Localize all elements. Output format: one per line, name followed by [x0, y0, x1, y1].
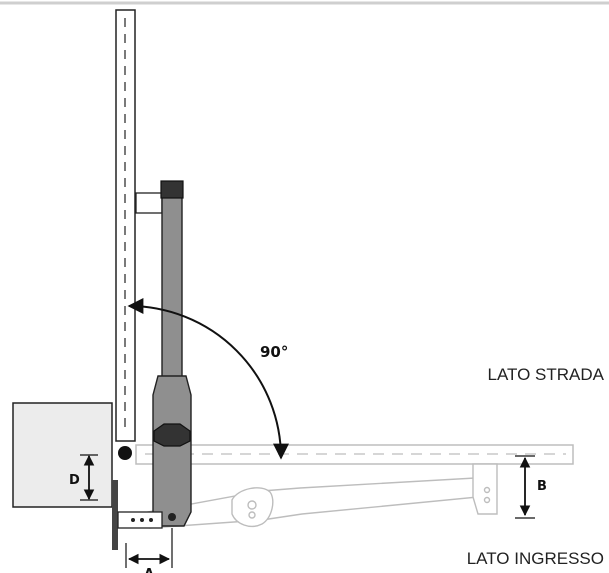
- actuator-open-position: [152, 180, 192, 527]
- motor-body: [152, 375, 192, 527]
- entrance-side-label: LATO INGRESSO: [467, 549, 604, 568]
- actuator-closed-position: [147, 463, 498, 529]
- dimension-b: [515, 455, 535, 519]
- swing-angle-arc: [127, 298, 289, 460]
- gate-bracket-open: [135, 192, 163, 214]
- release-knob: [153, 423, 191, 447]
- rear-pivot-pin: [168, 513, 176, 521]
- gate-leaf-open: [115, 9, 136, 442]
- street-side-label: LATO STRADA: [487, 365, 604, 384]
- hinge-pivot: [118, 446, 132, 460]
- dimension-a: [125, 528, 173, 568]
- rear-bracket: [112, 480, 163, 550]
- dimension-b-label: B: [537, 479, 547, 494]
- dimension-a-label: A: [144, 567, 154, 573]
- dimension-d: [80, 454, 98, 501]
- dimension-d-label: D: [69, 473, 80, 488]
- actuator-end-cap: [160, 180, 184, 199]
- gate-leaf-closed: [135, 444, 574, 465]
- angle-label: 90°: [260, 343, 288, 361]
